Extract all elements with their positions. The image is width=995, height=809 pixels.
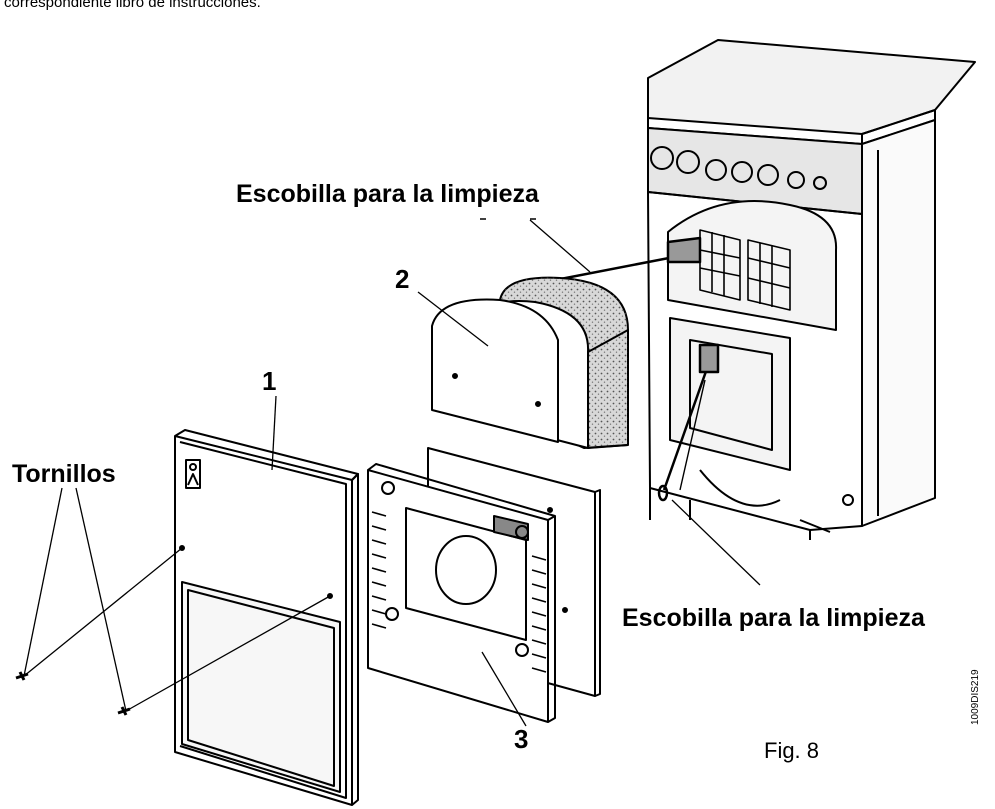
header-text: correspondiente libro de instrucciones.	[4, 0, 261, 11]
boiler-top-lid	[647, 39, 976, 135]
leader-part-3	[481, 651, 527, 727]
thermometer-gauge	[650, 146, 674, 170]
leader-escobilla-top	[529, 219, 591, 273]
leader-screw-path-2	[125, 595, 331, 712]
leader-screw-path-1	[23, 547, 183, 677]
cleaning-brush-lower	[657, 343, 720, 502]
boiler-front-frame	[647, 191, 863, 531]
knob-1	[705, 159, 727, 181]
part-2-insulation	[431, 276, 629, 449]
part-number-3: 3	[514, 724, 529, 754]
part-number-2: 2	[395, 264, 410, 294]
front-panel-window	[181, 581, 341, 793]
part-3-burner-door	[367, 463, 556, 723]
drawing-code: 1009DIS219	[970, 669, 981, 725]
figure-caption: Fig. 8	[764, 738, 820, 763]
label-escobilla-top: Escobilla para la limpieza	[236, 180, 539, 208]
leader-tornillos-2	[75, 487, 127, 712]
label-tornillos: Tornillos	[12, 460, 116, 488]
part-number-1: 1	[262, 366, 277, 396]
leader-part-2	[417, 291, 489, 347]
part-1-front-panel	[174, 429, 359, 806]
boiler-body	[647, 39, 976, 540]
leader-tornillos-1	[23, 487, 63, 677]
knob-3	[757, 164, 779, 186]
combustion-chamber	[667, 200, 838, 331]
label-escobilla-bottom: Escobilla para la limpieza	[622, 604, 925, 632]
screws	[15, 671, 131, 716]
knob-2	[731, 161, 753, 183]
leader-part-1	[271, 395, 277, 471]
boiler-side-panel	[861, 119, 936, 527]
leader-escobilla-bottom	[671, 499, 761, 586]
burner-hole	[435, 535, 497, 605]
